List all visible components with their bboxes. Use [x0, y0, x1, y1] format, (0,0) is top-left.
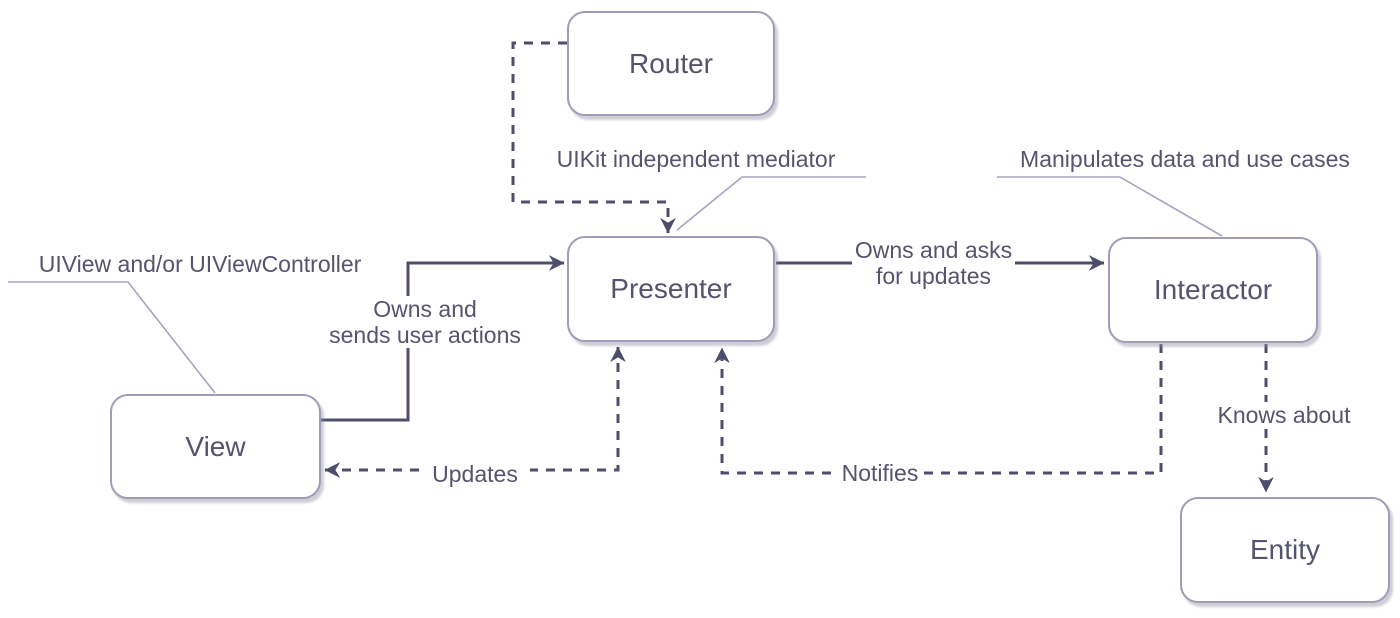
- edge-label-owns-and-asks-for-updates: Owns and asks for updates: [852, 237, 1015, 289]
- connector-notifies-interactor-to-presenter: [714, 344, 1163, 475]
- leader-line-manipulates-to-interactor: [997, 176, 1223, 237]
- edge-label-knows-about: Knows about: [1214, 402, 1354, 428]
- node-presenter: Presenter: [567, 236, 775, 342]
- annotation-uikit-independent-mediator: UIKit independent mediator: [556, 146, 836, 172]
- connector-updates-presenter-view: [324, 346, 626, 478]
- node-presenter-label: Presenter: [610, 273, 732, 304]
- edge-label-owns-and-sends-user-actions: Owns and sends user actions: [325, 296, 525, 348]
- annotation-uiview-uiviewcontroller: UIView and/or UIViewController: [38, 251, 362, 277]
- node-entity-label: Entity: [1249, 534, 1321, 565]
- node-view: View: [110, 394, 321, 499]
- node-router-label: Router: [628, 47, 714, 79]
- edge-label-notifies: Notifies: [836, 460, 924, 486]
- leader-line-uikit-to-presenter: [676, 176, 866, 231]
- node-entity: Entity: [1180, 497, 1390, 603]
- edge-label-updates: Updates: [420, 461, 530, 487]
- node-view-label: View: [185, 430, 246, 462]
- node-interactor-label: Interactor: [1153, 274, 1273, 305]
- connector-router-to-presenter: [511, 41, 676, 234]
- annotation-manipulates-data: Manipulates data and use cases: [1020, 146, 1350, 172]
- node-router: Router: [567, 11, 775, 116]
- leader-line-uiview-to-view: [8, 281, 216, 394]
- node-interactor: Interactor: [1108, 237, 1318, 343]
